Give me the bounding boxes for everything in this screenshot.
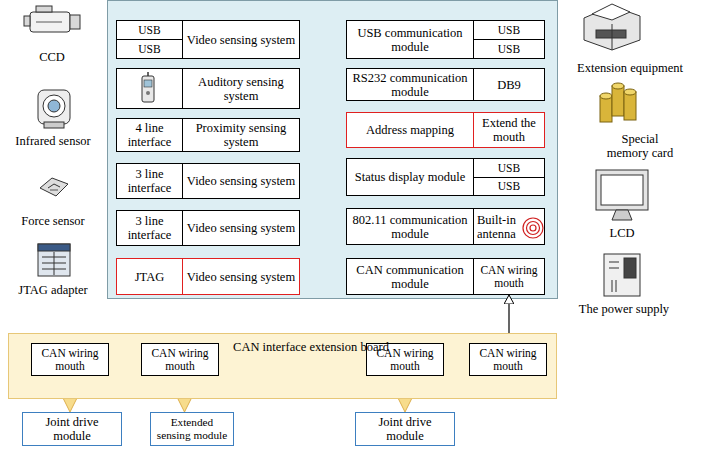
- cell-box: USB: [116, 39, 183, 59]
- cell-box: Address mapping: [346, 112, 474, 148]
- node-label: Video sensing system: [187, 221, 295, 235]
- cell-box: USB: [473, 158, 545, 178]
- node-label: CAN communication module: [350, 263, 470, 291]
- cell-box: JTAG: [116, 258, 183, 295]
- node-label: Video sensing system: [187, 174, 295, 188]
- node-label: 3 line interface: [120, 167, 179, 195]
- node-label: Video sensing system: [187, 33, 295, 47]
- cell-box: 802.11 communication module: [346, 208, 474, 245]
- node-label: Joint drive module: [26, 415, 118, 443]
- cell-box: USB: [473, 39, 545, 59]
- antenna-cell-ground: [474, 209, 545, 245]
- extension-board-band: CAN interface extension boardCAN wiring …: [8, 333, 557, 399]
- device-label: Force sensor: [3, 214, 103, 228]
- cell-box: Built-in antenna: [473, 208, 545, 245]
- cell-box: 4 line interface: [116, 118, 183, 152]
- extension-equipment-icon: [584, 4, 640, 50]
- device-label: Infrared sensor: [0, 134, 108, 148]
- cell-box: CAN wiring mouth: [366, 343, 444, 376]
- node-label: Joint drive module: [359, 415, 451, 443]
- antenna-symbol: [523, 218, 543, 238]
- module-box: Extended sensing module: [150, 412, 234, 446]
- cell-box: USB communication module: [346, 20, 474, 59]
- cell-box: CAN wiring mouth: [473, 258, 545, 295]
- device-label: CCD: [7, 50, 97, 64]
- device-label: Extension equipment: [570, 61, 690, 75]
- node-label: Status display module: [355, 170, 465, 184]
- node-label: 4 line interface: [120, 121, 179, 149]
- cell-box: Proximity sensing system: [182, 118, 300, 152]
- node-label: USB: [498, 180, 520, 193]
- device-label: JTAG adapter: [3, 283, 103, 297]
- cell-box: Status display module: [346, 158, 474, 196]
- cell-box: Video sensing system: [182, 210, 300, 246]
- node-label: Extend the mouth: [477, 116, 541, 144]
- node-label: RS232 communication module: [350, 71, 470, 99]
- jtag-adapter-icon: [38, 244, 70, 276]
- node-label: CAN wiring mouth: [35, 347, 105, 373]
- node-label: USB: [138, 43, 160, 56]
- node-label: CAN interface extension board: [231, 340, 391, 354]
- device-label: Special memory card: [600, 132, 680, 161]
- cell-box: CAN wiring mouth: [469, 343, 547, 376]
- node-label: CAN wiring mouth: [477, 264, 541, 290]
- node-label: 3 line interface: [120, 214, 179, 242]
- phone-cell: [117, 69, 183, 109]
- cell-box: 3 line interface: [116, 210, 183, 246]
- phone-icon: [142, 72, 154, 102]
- node-label: Video sensing system: [187, 270, 295, 284]
- cell-box: USB: [116, 20, 183, 40]
- cell-box: Auditory sensing system: [182, 68, 300, 109]
- node-label: CAN wiring mouth: [473, 347, 543, 373]
- node-label: USB communication module: [350, 26, 470, 54]
- node-label: Auditory sensing system: [186, 75, 296, 103]
- main-panel: [108, 1, 558, 299]
- node-label: Address mapping: [366, 123, 454, 137]
- node-label: USB: [498, 162, 520, 175]
- cell-box: CAN wiring mouth: [31, 343, 109, 376]
- cell-box: Extend the mouth: [473, 112, 545, 148]
- infrared-sensor-icon: [38, 90, 70, 128]
- lcd-monitor-icon: [596, 170, 648, 220]
- node-label: USB: [498, 24, 520, 37]
- node-label: DB9: [497, 78, 521, 92]
- force-sensor-icon: [40, 178, 68, 196]
- cell-box: Video sensing system: [182, 20, 300, 59]
- cell-box: 3 line interface: [116, 163, 183, 199]
- cell-box: Video sensing system: [182, 258, 300, 295]
- node-label: 802.11 communication module: [350, 213, 470, 241]
- cell-box: CAN wiring mouth: [141, 343, 219, 376]
- cell-box: USB: [473, 20, 545, 40]
- node-label: USB: [138, 24, 160, 37]
- node-label: CAN wiring mouth: [145, 347, 215, 373]
- cell-box: RS232 communication module: [346, 68, 474, 101]
- cell-box: DB9: [473, 68, 545, 101]
- device-label: The power supply: [569, 302, 679, 316]
- node-label: Built-in antenna: [477, 213, 523, 241]
- memory-card-icon: [600, 83, 636, 122]
- ccd-camera-icon: [24, 6, 80, 32]
- device-label: LCD: [592, 226, 652, 240]
- node-label: JTAG: [135, 270, 165, 284]
- power-supply-icon: [604, 254, 640, 296]
- node-label: Proximity sensing system: [186, 121, 296, 149]
- cell-box: CAN communication module: [346, 258, 474, 295]
- node-label: Extended sensing module: [154, 416, 230, 441]
- node-label: USB: [498, 43, 520, 56]
- module-box: Joint drive module: [355, 412, 455, 446]
- node-label: CAN wiring mouth: [370, 347, 440, 373]
- module-box: Joint drive module: [22, 412, 122, 446]
- cell-box: Video sensing system: [182, 163, 300, 199]
- cell-box: USB: [473, 177, 545, 196]
